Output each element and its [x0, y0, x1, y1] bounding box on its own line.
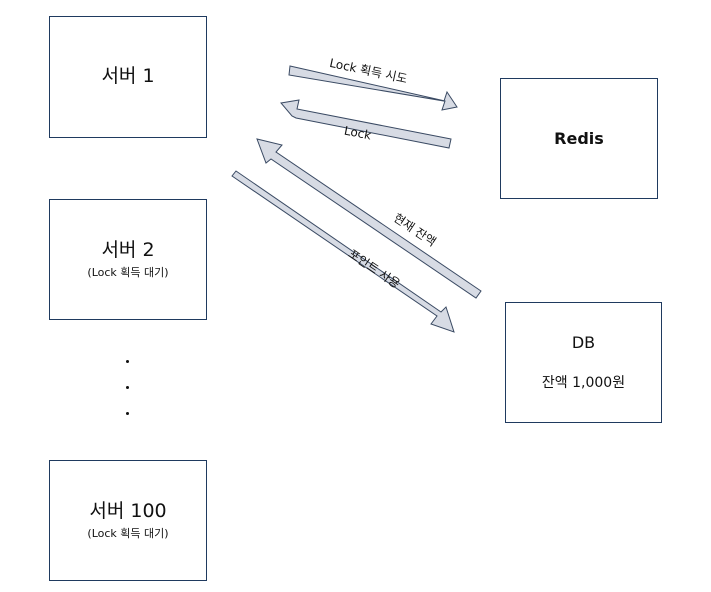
server-2-note: (Lock 획득 대기): [87, 266, 169, 280]
server-100-title: 서버 100: [89, 499, 167, 522]
arrow-lock-try: [288, 65, 458, 111]
server-1-box: 서버 1: [49, 16, 207, 138]
server-2-title: 서버 2: [101, 238, 155, 261]
redis-box: Redis: [500, 78, 658, 199]
db-box: DB 잔액 1,000원: [505, 302, 662, 423]
dot: [125, 360, 129, 363]
dot: [125, 412, 129, 415]
server-1-title: 서버 1: [101, 65, 155, 87]
server-100-note: (Lock 획득 대기): [87, 527, 169, 541]
dot: [125, 386, 129, 389]
arrow-current-balance: [256, 138, 482, 299]
db-title: DB: [571, 332, 596, 352]
arrow-lock-return: [280, 99, 452, 149]
ellipsis-dots: [120, 360, 134, 438]
db-balance: 잔액 1,000원: [541, 375, 626, 392]
redis-title: Redis: [554, 128, 604, 148]
server-2-box: 서버 2 (Lock 획득 대기): [49, 199, 207, 320]
server-100-box: 서버 100 (Lock 획득 대기): [49, 460, 207, 581]
arrow-point-use: [231, 170, 455, 333]
